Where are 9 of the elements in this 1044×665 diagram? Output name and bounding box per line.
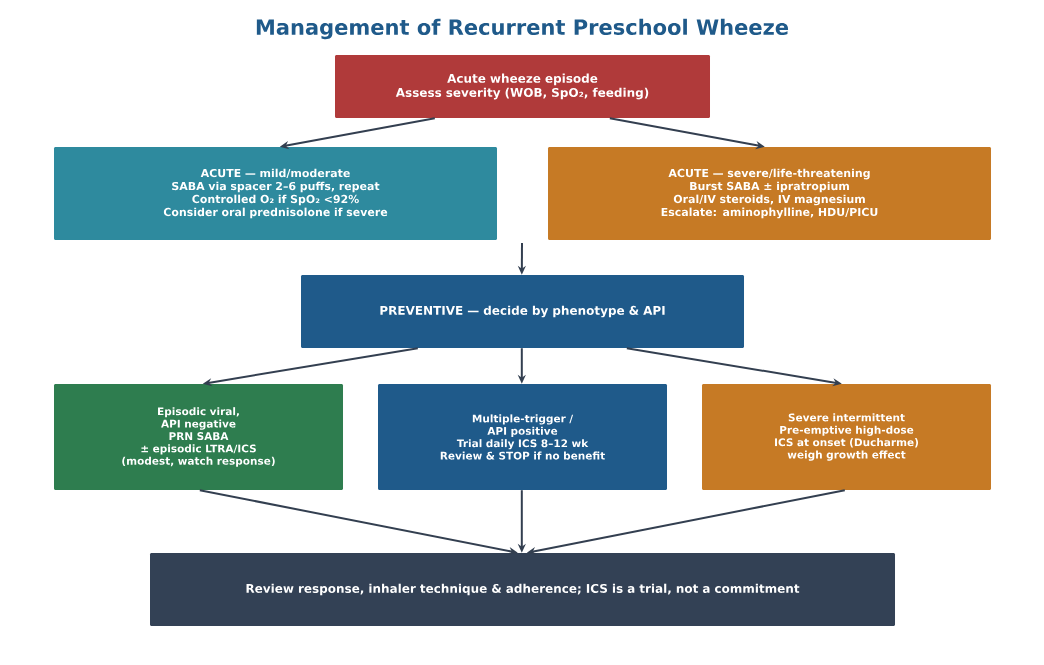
process-box: ACUTE — severe/life-threatening Burst SABA ± ipratropium Oral/IV steroids, IV magnesium Escalate: aminophylline, HDU/PICU [548,147,991,240]
process-box: Acute wheeze episode Assess severity (WOB, SpO₂, feeding) [335,55,710,118]
process-box: ACUTE — mild/moderate SABA via spacer 2–6 puffs, repeat Controlled O₂ if SpO₂ <92% Consider oral prednisolone if severe [54,147,497,240]
process-box: PREVENTIVE — decide by phenotype & API [301,275,744,348]
process-box: Episodic viral, API negative PRN SABA ± episodic LTRA/ICS (modest, watch response) [54,384,343,490]
process-box: Multiple-trigger / API positive Trial daily ICS 8–12 wk Review & STOP if no benefit [378,384,667,490]
process-box: Severe intermittent Pre-emptive high-dose ICS at onset (Ducharme) weigh growth effect [702,384,991,490]
process-box: Review response, inhaler technique & adherence; ICS is a trial, not a commitment [150,553,895,626]
title: Management of Recurrent Preschool Wheeze [256,18,788,40]
